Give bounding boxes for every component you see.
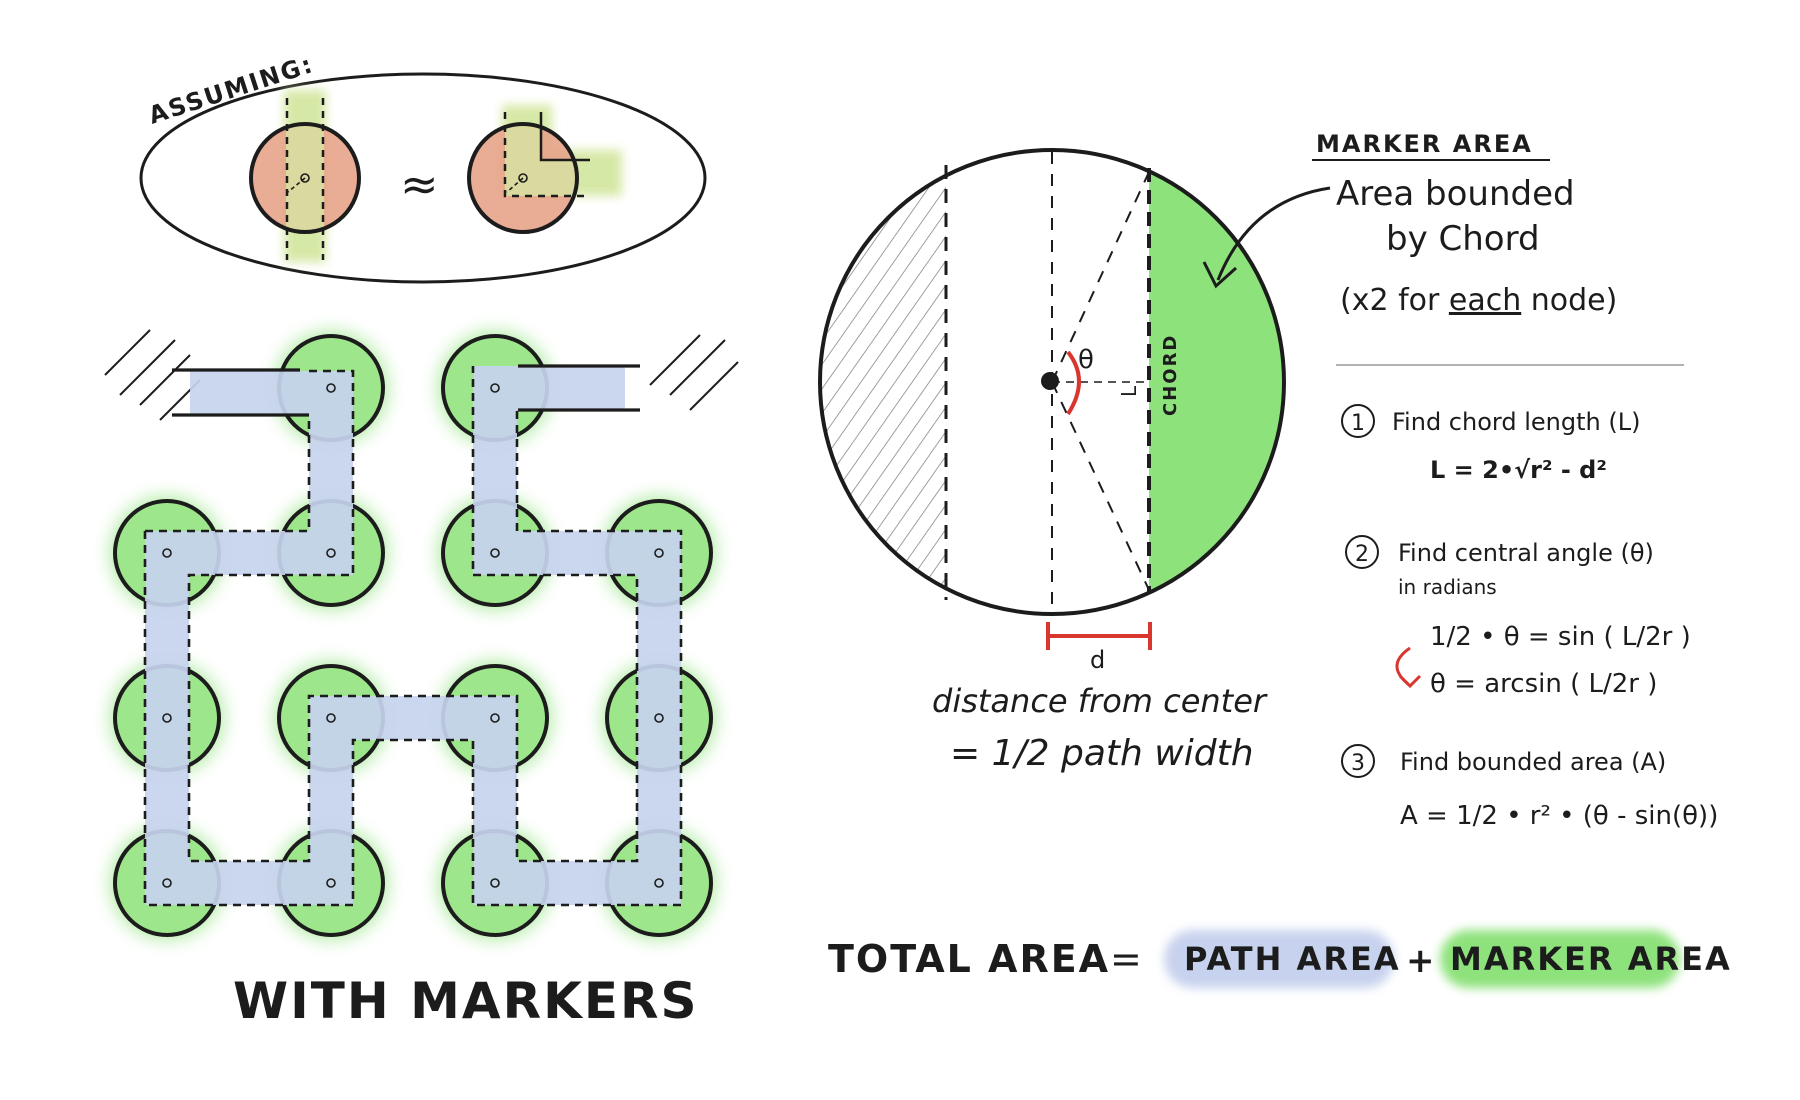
L-label: L [1117, 385, 1141, 397]
path-area-term: PATH AREA [1184, 940, 1401, 978]
marker-area-note: MARKER AREA Area bounded by Chord (x2 fo… [1202, 130, 1684, 366]
corner-path-edge-outer [503, 112, 590, 198]
d-dimension [1046, 622, 1152, 650]
marker-area-line3: (x2 for each node) [1340, 283, 1617, 318]
corner-node-radius [506, 177, 524, 193]
node-centers [162, 383, 664, 888]
step-2: 2 Find central angle (θ) in radians 1/2 … [1345, 535, 1691, 699]
node-circle-outline [818, 148, 1286, 616]
straight-node-radius [287, 177, 306, 193]
step-number: 3 [1351, 751, 1365, 776]
step-subtitle: in radians [1398, 575, 1497, 599]
marker-area-title: MARKER AREA [1316, 130, 1533, 158]
step-formula-a: 1/2 • θ = sin ( L/2r ) [1430, 622, 1691, 652]
path-strokes [145, 366, 681, 905]
marker-circles [113, 334, 713, 937]
step-number: 2 [1355, 542, 1369, 567]
corner-node-center [518, 173, 528, 183]
maze-panel: WITH MARKERS [104, 329, 739, 1030]
straight-node-center [300, 173, 310, 183]
corner-path-node [467, 105, 622, 234]
step-number: 1 [1351, 411, 1365, 436]
path-area-highlight [1164, 930, 1394, 988]
theta-label: θ [1078, 345, 1094, 375]
step-1: 1 Find chord length (L) L = 2•√r² - d² [1341, 404, 1640, 484]
corner-node-circle-outline [467, 122, 579, 234]
steps-list: 1 Find chord length (L) L = 2•√r² - d² 2… [1341, 404, 1718, 831]
marker-area-arrowhead [1202, 261, 1238, 289]
step-number-badge [1341, 744, 1375, 778]
theta-arc [1066, 350, 1081, 416]
step-number-badge [1345, 535, 1379, 569]
assuming-panel: ASSUMING: ≈ [139, 50, 707, 284]
step-formula: A = 1/2 • r² • (θ - sin(θ)) [1400, 801, 1718, 831]
distance-caption-line1: distance from center [932, 682, 1268, 720]
corner-path-edge-inner [539, 112, 590, 162]
step-3: 3 Find bounded area (A) A = 1/2 • r² • (… [1341, 744, 1718, 831]
wall-hatch-right [649, 334, 739, 411]
plus-sign: + [1406, 941, 1435, 981]
maze-caption: WITH MARKERS [233, 972, 698, 1030]
marker-area-line2: by Chord [1386, 219, 1540, 259]
straight-path-node [249, 90, 361, 262]
step-title: Find bounded area (A) [1400, 748, 1666, 776]
radius-upper [1051, 171, 1150, 383]
step-2-arrowhead [1398, 674, 1422, 689]
step-formula: L = 2•√r² - d² [1430, 456, 1607, 484]
radius-lower [1051, 381, 1150, 591]
assuming-ellipse [139, 72, 707, 284]
circle-center-dot [1041, 372, 1059, 390]
step-formula-b: θ = arcsin ( L/2r ) [1430, 669, 1657, 699]
path-solid-edges [172, 364, 640, 417]
path-route-left [145, 366, 681, 905]
step-title: Find chord length (L) [1392, 408, 1640, 436]
equals-sign: = [1110, 937, 1142, 981]
total-area-label: TOTAL AREA [828, 937, 1110, 981]
distance-caption-line2: = 1/2 path width [950, 733, 1254, 774]
marker-area-arrow [1216, 186, 1331, 281]
d-label: d [1090, 646, 1105, 674]
straight-node-circle-outline [249, 122, 361, 234]
step-number-badge [1341, 404, 1375, 438]
marker-area-line1: Area bounded [1336, 174, 1575, 214]
approx-symbol: ≈ [400, 157, 439, 211]
step-title: Find central angle (θ) [1398, 539, 1654, 567]
chord-label: CHORD [1160, 334, 1181, 416]
total-area-equation: TOTAL AREA = PATH AREA + MARKER AREA [828, 930, 1732, 988]
chord-diagram: θ L CHORD d distance from center = 1/2 p… [818, 148, 1286, 774]
marker-area-highlight [1440, 930, 1680, 988]
wall-hatch-left [104, 329, 201, 421]
marker-area-term: MARKER AREA [1450, 940, 1732, 978]
path-dashed-borders [143, 366, 683, 907]
